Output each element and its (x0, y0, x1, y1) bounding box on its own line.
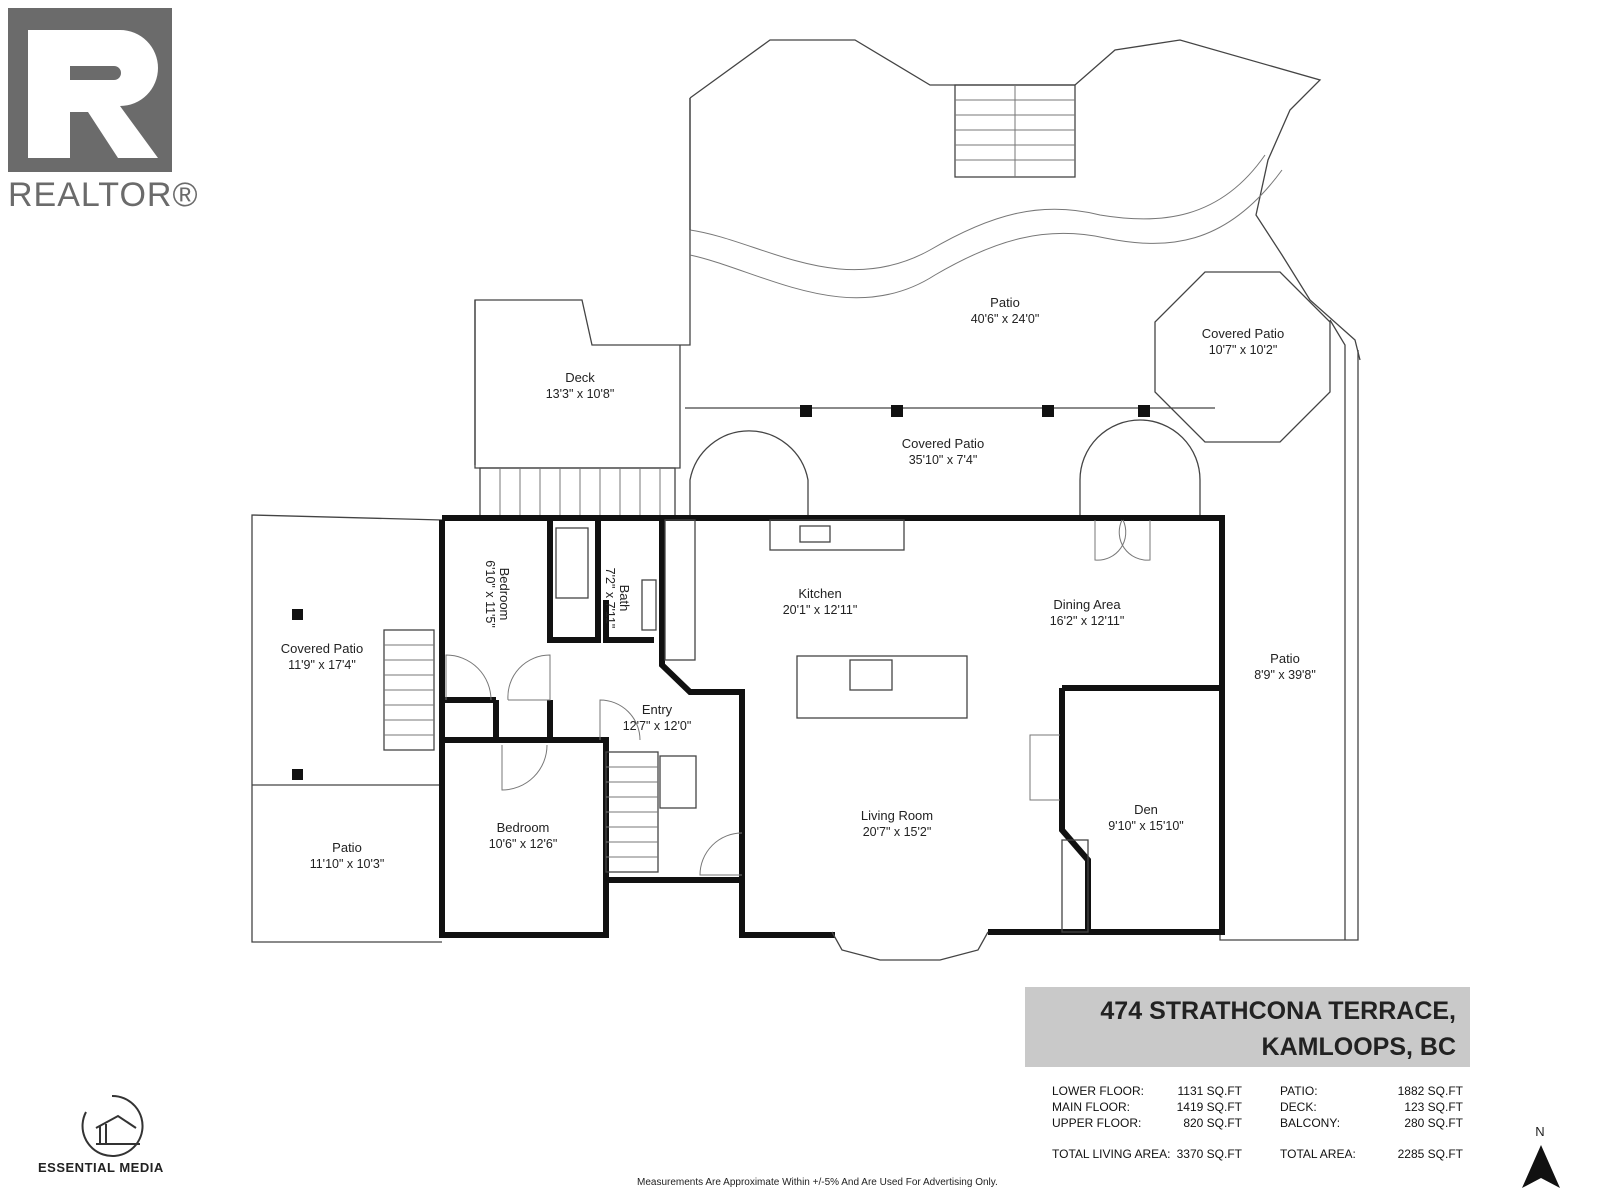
svg-text:Living Room: Living Room (861, 808, 933, 823)
svg-text:9'10" x 15'10": 9'10" x 15'10" (1108, 819, 1184, 833)
essential-media-logo: ESSENTIAL MEDIA (36, 1090, 166, 1180)
room-patio-left: Patio 11'10" x 10'3" (310, 840, 385, 871)
room-bedroom-upper: Bedroom 6'10" x 11'5" (483, 560, 512, 628)
patio-posts (292, 405, 1150, 780)
svg-text:Kitchen: Kitchen (798, 586, 841, 601)
realtor-wordmark: REALTOR® (8, 176, 199, 214)
room-covered-patio-top: Covered Patio 35'10" x 7'4" (902, 436, 984, 467)
svg-text:10'7" x 10'2": 10'7" x 10'2" (1209, 343, 1278, 357)
room-patio-right: Patio 8'9" x 39'8" (1254, 651, 1316, 682)
svg-text:8'9" x 39'8": 8'9" x 39'8" (1254, 668, 1316, 682)
interior-stairs (605, 751, 697, 873)
kitchen-fixtures (664, 519, 968, 719)
address-line-2: KAMLOOPS, BC (1261, 1033, 1456, 1061)
realtor-r-icon (8, 8, 172, 172)
north-arrow-icon: N (1522, 1124, 1560, 1188)
room-patio-top: Patio 40'6" x 24'0" (971, 295, 1040, 326)
svg-text:40'6" x 24'0": 40'6" x 24'0" (971, 312, 1040, 326)
svg-text:Covered Patio: Covered Patio (902, 436, 984, 451)
svg-text:Dining Area: Dining Area (1053, 597, 1121, 612)
patio-outline (251, 39, 1361, 943)
address-banner: 474 STRATHCONA TERRACE, KAMLOOPS, BC (1025, 987, 1470, 1067)
essential-media-wordmark: ESSENTIAL MEDIA (38, 1160, 164, 1175)
svg-text:6'10" x 11'5": 6'10" x 11'5" (483, 560, 497, 628)
bay-window (831, 931, 989, 961)
room-kitchen: Kitchen 20'1" x 12'11" (783, 586, 858, 617)
svg-text:7'2" x 7'11": 7'2" x 7'11" (603, 568, 617, 629)
bath-fixtures (555, 527, 657, 631)
svg-text:16'2" x 12'11": 16'2" x 12'11" (1050, 614, 1125, 628)
room-dining-area: Dining Area 16'2" x 12'11" (1050, 597, 1125, 628)
address-line-1: 474 STRATHCONA TERRACE, (1100, 997, 1456, 1025)
svg-text:Patio: Patio (990, 295, 1020, 310)
svg-text:20'1" x 12'11": 20'1" x 12'11" (783, 603, 858, 617)
svg-text:10'6" x 12'6": 10'6" x 12'6" (489, 837, 558, 851)
svg-text:Patio: Patio (332, 840, 362, 855)
measurement-disclaimer: Measurements Are Approximate Within +/-5… (637, 1177, 998, 1188)
svg-text:Patio: Patio (1270, 651, 1300, 666)
realtor-logo: REALTOR® (8, 8, 198, 218)
svg-text:Bath: Bath (617, 585, 632, 612)
fireplace (1061, 839, 1089, 933)
svg-text:Deck: Deck (565, 370, 595, 385)
room-covered-patio-octagon: Covered Patio 10'7" x 10'2" (1202, 326, 1284, 357)
north-label: N (1535, 1124, 1544, 1139)
svg-text:11'9" x 17'4": 11'9" x 17'4" (288, 658, 356, 672)
room-entry: Entry 12'7" x 12'0" (623, 702, 692, 733)
svg-text:12'7" x 12'0": 12'7" x 12'0" (623, 719, 692, 733)
room-bath: Bath 7'2" x 7'11" (603, 568, 632, 629)
room-labels: Patio 40'6" x 24'0" Covered Patio 10'7" … (281, 295, 1316, 871)
main-walls (439, 515, 1225, 938)
svg-text:Entry: Entry (642, 702, 673, 717)
svg-text:Covered Patio: Covered Patio (1202, 326, 1284, 341)
svg-text:Bedroom: Bedroom (497, 568, 512, 621)
house-circle-icon (81, 1094, 144, 1157)
svg-text:Covered Patio: Covered Patio (281, 641, 363, 656)
svg-text:35'10" x 7'4": 35'10" x 7'4" (909, 453, 978, 467)
room-covered-patio-left: Covered Patio 11'9" x 17'4" (281, 641, 363, 672)
svg-text:11'10" x 10'3": 11'10" x 10'3" (310, 857, 385, 871)
svg-text:Den: Den (1134, 802, 1158, 817)
svg-text:13'3" x 10'8": 13'3" x 10'8" (546, 387, 615, 401)
svg-text:20'7" x 15'2": 20'7" x 15'2" (863, 825, 932, 839)
door-swings (445, 519, 1151, 876)
room-deck: Deck 13'3" x 10'8" (546, 370, 615, 401)
room-living-room: Living Room 20'7" x 15'2" (861, 808, 933, 839)
room-bedroom-lower: Bedroom 10'6" x 12'6" (489, 820, 558, 851)
room-den: Den 9'10" x 15'10" (1108, 802, 1184, 833)
svg-text:Bedroom: Bedroom (497, 820, 550, 835)
